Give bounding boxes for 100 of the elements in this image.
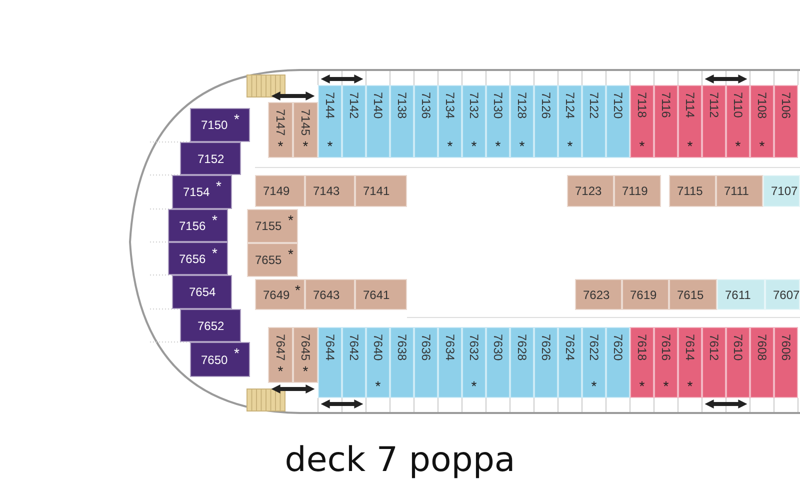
cabin-box <box>293 327 318 383</box>
deck-title: deck 7 poppa <box>284 440 516 480</box>
asterisk-mark: * <box>288 247 294 261</box>
cabin-box <box>268 102 293 158</box>
cabin-number: 7152 <box>198 152 224 164</box>
asterisk-mark: * <box>302 364 308 378</box>
cabin-number: 7623 <box>583 288 610 300</box>
cabin-number: 7132 <box>468 92 480 119</box>
asterisk-mark: * <box>663 379 669 393</box>
cabin-box <box>622 279 669 310</box>
connecting-door-arrow <box>320 74 364 84</box>
asterisk-mark: * <box>212 213 218 227</box>
cabin-box <box>774 327 798 398</box>
asterisk-mark: * <box>447 139 453 153</box>
cabin-number: 7138 <box>396 92 408 119</box>
cabin-box <box>750 85 774 158</box>
cabin-number: 7630 <box>492 334 504 361</box>
connecting-door-arrow <box>320 400 364 408</box>
cabin-box <box>669 279 717 310</box>
cabin-number: 7647 <box>274 334 286 361</box>
cabin-box <box>172 175 232 209</box>
asterisk-mark: * <box>278 139 284 153</box>
cabin-number: 7155 <box>255 220 282 232</box>
cabin-box <box>763 175 800 207</box>
cabin-number: 7144 <box>324 92 336 119</box>
cabin-number: 7606 <box>780 334 792 361</box>
cabin-box <box>678 327 702 398</box>
cabin-number: 7616 <box>660 334 672 361</box>
cabin-number: 7618 <box>636 334 648 361</box>
cabin-box <box>654 327 678 398</box>
cabin-number: 7154 <box>183 186 210 198</box>
connecting-door-arrow <box>271 92 315 100</box>
cabin-number: 7122 <box>588 92 600 119</box>
cabin-box <box>606 85 630 158</box>
cabin-number: 7150 <box>201 119 228 131</box>
cabin-number: 7655 <box>255 254 282 266</box>
cabin-number: 7626 <box>540 334 552 361</box>
cabin-box <box>318 327 342 398</box>
cabin-box <box>172 275 232 309</box>
cabin-number: 7112 <box>708 92 720 118</box>
connecting-door-arrow <box>271 384 315 394</box>
cabin-box <box>355 279 407 310</box>
cabin-box <box>268 327 293 383</box>
cabin-box <box>305 175 355 207</box>
asterisk-mark: * <box>567 139 573 153</box>
cabin-number: 7642 <box>348 334 360 361</box>
cabin-number: 7612 <box>708 334 720 361</box>
cabin-box <box>654 85 678 158</box>
asterisk-mark: * <box>234 346 240 360</box>
cabin-number: 7608 <box>756 334 768 361</box>
cabin-box <box>702 327 726 398</box>
cabin-box <box>190 342 250 377</box>
cabin-box <box>614 175 661 207</box>
cabin-number: 7119 <box>622 185 648 197</box>
cabin-number: 7123 <box>575 185 602 197</box>
cabin-number: 7149 <box>263 185 290 197</box>
cabin-number: 7130 <box>492 92 504 119</box>
cabin-number: 7118 <box>636 92 648 118</box>
cabin-number: 7136 <box>420 92 432 119</box>
asterisk-mark: * <box>471 379 477 393</box>
cabin-number: 7614 <box>684 334 696 361</box>
cabin-number: 7624 <box>564 334 576 361</box>
cabin-box <box>168 209 228 242</box>
connecting-door-arrow <box>704 400 748 408</box>
cabin-number: 7649 <box>263 288 290 300</box>
cabin-number: 7156 <box>179 220 206 232</box>
cabin-number: 7645 <box>300 334 312 361</box>
cabin-box <box>366 327 390 398</box>
cabin-box <box>342 327 366 398</box>
cabin-box <box>726 85 750 158</box>
cabin-number: 7141 <box>363 185 390 197</box>
cabin-box <box>462 85 486 158</box>
asterisk-mark: * <box>327 139 333 153</box>
asterisk-mark: * <box>471 139 477 153</box>
asterisk-mark: * <box>234 112 240 126</box>
asterisk-mark: * <box>735 139 741 153</box>
cabin-box <box>366 85 390 158</box>
asterisk-mark: * <box>591 379 597 393</box>
cabin-box <box>190 108 250 142</box>
cabin-box <box>414 85 438 158</box>
cabin-number: 7142 <box>348 92 360 119</box>
cabin-box <box>510 327 534 398</box>
cabin-number: 7619 <box>630 288 657 300</box>
cabin-number: 7640 <box>372 334 384 361</box>
cabin-number: 7628 <box>516 334 528 361</box>
cabin-box <box>438 85 462 158</box>
cabin-box <box>305 279 355 310</box>
cabin-number: 7610 <box>732 334 744 361</box>
cabin-box <box>486 327 510 398</box>
cabin-number: 7120 <box>612 92 624 119</box>
asterisk-mark: * <box>519 139 525 153</box>
asterisk-mark: * <box>216 179 222 193</box>
cabin-number: 7652 <box>198 320 224 332</box>
cabin-box <box>630 327 654 398</box>
cabin-box <box>342 85 366 158</box>
cabin-number: 7116 <box>660 92 672 118</box>
cabin-box <box>558 327 582 398</box>
cabin-box <box>582 85 606 158</box>
cabin-number: 7108 <box>756 92 768 119</box>
cabin-box <box>414 327 438 398</box>
